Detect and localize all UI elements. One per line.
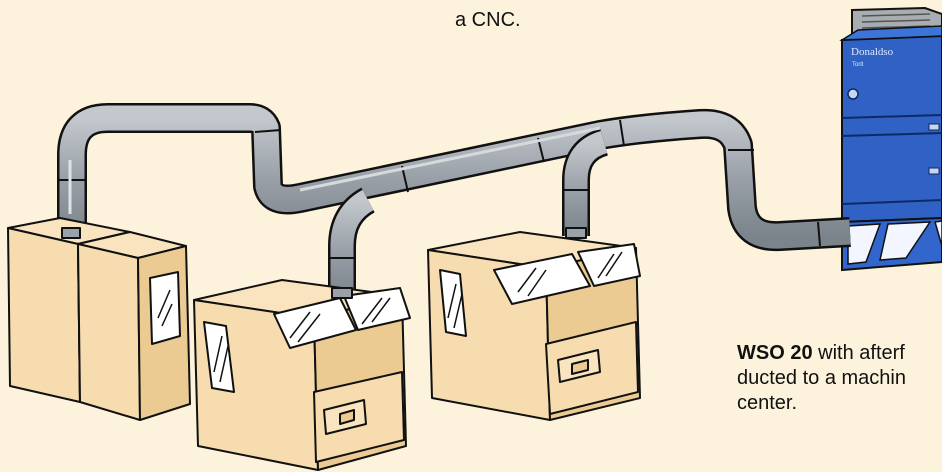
collector-sub: Torit (852, 62, 864, 68)
cnc-machine-right (428, 228, 640, 420)
caption-right-line1: WSO 20 with afterf (737, 341, 942, 366)
caption-right-line1-rest: with afterf (813, 342, 905, 364)
caption-right-line2: ducted to a machin (737, 366, 942, 391)
caption-right-bold: WSO 20 (737, 342, 813, 364)
caption-right: WSO 20 with afterf ducted to a machin ce… (737, 341, 942, 416)
dust-collector: Donaldso Torit (842, 8, 942, 270)
cnc-machine-left (8, 218, 190, 420)
collector-brand: Donaldso (851, 46, 894, 58)
cnc-machine-middle (194, 280, 410, 470)
caption-right-line3: center. (737, 391, 942, 416)
gauge-icon (848, 89, 858, 99)
